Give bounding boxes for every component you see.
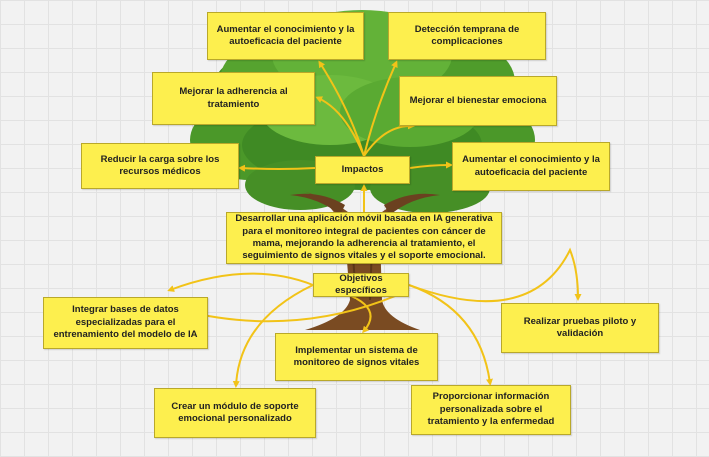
objective-implementar-monitoreo[interactable]: Implementar un sistema de monitoreo de s… xyxy=(275,333,438,381)
impact-aumentar-conocimiento-top[interactable]: Aumentar el conocimiento y la autoeficac… xyxy=(207,12,364,60)
impact-mejorar-adherencia[interactable]: Mejorar la adherencia al tratamiento xyxy=(152,72,315,125)
objective-proporcionar-informacion[interactable]: Proporcionar información personalizada s… xyxy=(411,385,571,435)
impact-mejorar-bienestar[interactable]: Mejorar el bienestar emociona xyxy=(399,76,557,126)
impact-deteccion-temprana[interactable]: Detección temprana de complicaciones xyxy=(388,12,546,60)
objetivo-general[interactable]: Desarrollar una aplicación móvil basada … xyxy=(226,212,502,264)
impact-aumentar-conocimiento-right[interactable]: Aumentar el conocimiento y la autoeficac… xyxy=(452,142,610,191)
objetivos-especificos-label[interactable]: Objetivos específicos xyxy=(313,273,409,297)
impactos-label[interactable]: Impactos xyxy=(315,156,410,184)
objective-pruebas-piloto[interactable]: Realizar pruebas piloto y validación xyxy=(501,303,659,353)
impact-arrows xyxy=(238,60,453,212)
impact-reducir-carga[interactable]: Reducir la carga sobre los recursos médi… xyxy=(81,143,239,189)
objective-integrar-bases[interactable]: Integrar bases de datos especializadas p… xyxy=(43,297,208,349)
objective-crear-modulo[interactable]: Crear un módulo de soporte emocional per… xyxy=(154,388,316,438)
